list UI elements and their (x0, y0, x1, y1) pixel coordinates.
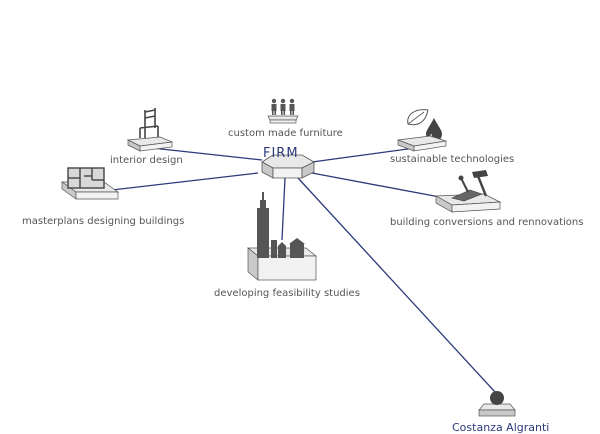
masterplans-pedestal-front (75, 191, 119, 200)
furniture-label: custom made furniture (228, 128, 343, 139)
hub-side-front (272, 167, 303, 179)
floor-plan-icon (67, 167, 105, 189)
person-label: Costanza Algranti (452, 421, 549, 434)
interior-pedestal-front (139, 141, 173, 152)
sustainable-pedestal-front (413, 140, 447, 152)
line-to-person (297, 177, 496, 393)
line-to-masterplans (111, 172, 259, 191)
firm-hub[interactable]: FIRM (261, 146, 315, 179)
node-conversions[interactable]: building conversions and rennovations (390, 170, 583, 228)
hub-label: FIRM (263, 146, 299, 161)
node-sustainable[interactable]: sustainable technologies (390, 109, 514, 165)
masterplans-label: masterplans designing buildings (22, 216, 184, 227)
node-interior[interactable]: interior design (110, 108, 183, 166)
feasibility-pedestal-front (257, 255, 317, 281)
sustainable-label: sustainable technologies (390, 154, 514, 165)
line-to-feasibility (281, 177, 286, 241)
people-figures-icon (271, 98, 295, 115)
trowel-hammer-icon (451, 170, 488, 202)
connector-lines (111, 147, 496, 393)
node-masterplans[interactable]: masterplans designing buildings (22, 167, 184, 227)
furniture-pedestal-top (267, 115, 299, 121)
conversions-pedestal-front (451, 201, 501, 213)
skyline-buildings-icon (257, 192, 305, 258)
chair-icon (139, 108, 159, 138)
ball-icon (490, 391, 504, 405)
line-to-sustainable (311, 147, 416, 163)
hub-side-right (301, 161, 315, 179)
line-to-interior (151, 147, 263, 161)
line-to-conversions (311, 172, 446, 199)
conversions-label: building conversions and rennovations (390, 217, 583, 228)
interior-label: interior design (110, 155, 183, 166)
node-person[interactable]: Costanza Algranti (452, 391, 549, 434)
node-furniture[interactable]: custom made furniture (228, 98, 343, 139)
furniture-pedestal-front (269, 119, 297, 124)
feasibility-label: developing feasibility studies (214, 288, 360, 299)
person-pedestal-front (478, 409, 516, 417)
node-feasibility[interactable]: developing feasibility studies (214, 192, 360, 299)
